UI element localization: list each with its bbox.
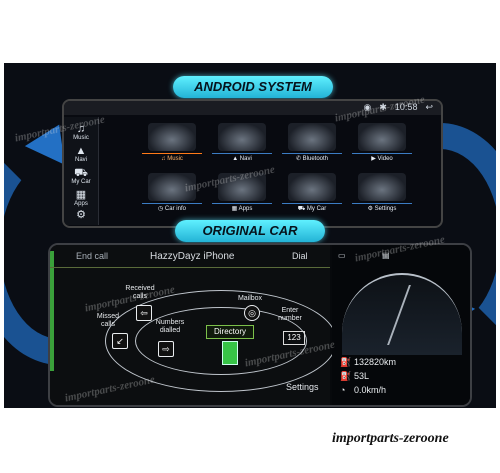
- screen-icon[interactable]: ▭: [338, 251, 346, 260]
- phone-header: End call HazzyDayz iPhone Dial: [50, 251, 330, 268]
- received-calls-label: Received calls: [125, 285, 155, 300]
- bluetooth-art: [288, 123, 336, 151]
- app-tile-car-info[interactable]: ◷ Car info: [142, 173, 202, 215]
- received-calls-icon[interactable]: ⇦: [136, 305, 152, 321]
- android-screen: ◉ ✱ 10:58 ↩ ♫ Music ▲ Navi ⛟ My Car ▦ Ap…: [62, 99, 443, 228]
- app-tile-video[interactable]: ▶ Video: [352, 123, 412, 165]
- cube-art: [218, 173, 266, 201]
- odometer: ⛽132820km: [340, 357, 397, 367]
- original-car-system-banner: ORIGINAL CAR SYSTEM: [175, 220, 325, 260]
- gear-art: [358, 173, 406, 201]
- app-tile-navi[interactable]: ▲ Navi: [212, 123, 272, 165]
- info-icon[interactable]: ▤: [382, 251, 390, 260]
- fuel-level: ⛽53L: [340, 371, 370, 381]
- missed-calls-label: Missed calls: [96, 313, 120, 328]
- app-tile-apps[interactable]: ▦ Apps: [212, 173, 272, 215]
- android-sidebar: ♫ Music ▲ Navi ⛟ My Car ▦ Apps ⚙: [64, 117, 99, 225]
- music-art: [148, 123, 196, 151]
- numbers-dialled-label: Numbers dialled: [155, 319, 185, 334]
- dial-button[interactable]: Dial: [292, 251, 308, 261]
- settings-button[interactable]: Settings: [286, 382, 319, 392]
- voicemail-icon[interactable]: ◎: [244, 305, 260, 321]
- gear-icon: ⚙: [76, 209, 86, 221]
- status-bar: ◉ ✱ 10:58 ↩: [64, 101, 441, 115]
- sidebar-item-navi[interactable]: ▲ Navi: [64, 145, 98, 163]
- sidebar-item-my-car[interactable]: ⛟ My Car: [64, 167, 98, 185]
- app-tile-my-car[interactable]: ⛟ My Car: [282, 173, 342, 215]
- fuel-icon: ⛽: [340, 371, 352, 381]
- phone-panel: End call HazzyDayz iPhone Dial Received …: [50, 245, 337, 405]
- android-system-banner: ANDROID SYSTEM: [173, 76, 333, 98]
- numbers-dialled-icon[interactable]: ⇨: [158, 341, 174, 357]
- enter-number-button[interactable]: 123: [283, 331, 305, 345]
- status-time: 10:58: [394, 102, 418, 112]
- navigation-art: [218, 123, 266, 151]
- car-status-panel: ▭ ▤ ⛽132820km ⛽53L ◔0.0km/h: [332, 245, 470, 405]
- directory-button[interactable]: Directory: [206, 325, 254, 339]
- video-art: [358, 123, 406, 151]
- road-view: [342, 273, 462, 355]
- end-call-button[interactable]: End call: [76, 251, 109, 261]
- gauge-art: [148, 173, 196, 201]
- menu-ring-inner: [135, 307, 307, 375]
- music-icon: ♫: [76, 123, 86, 135]
- app-tile-settings[interactable]: ⚙ Settings: [352, 173, 412, 215]
- bluetooth-icon: ✱: [379, 102, 387, 112]
- mailbox-label: Mailbox: [237, 295, 263, 302]
- app-tile-music[interactable]: ♫ Music: [142, 123, 202, 165]
- original-car-screen: End call HazzyDayz iPhone Dial Received …: [48, 243, 472, 407]
- car-art: [288, 173, 336, 201]
- fuel-pump-icon: ⛽: [340, 357, 352, 367]
- speed: ◔0.0km/h: [340, 385, 387, 395]
- navigation-icon: ▲: [75, 145, 87, 157]
- device-name: HazzyDayz iPhone: [150, 251, 235, 262]
- enter-number-label: Enter number: [278, 307, 302, 322]
- sidebar-item-music[interactable]: ♫ Music: [64, 123, 98, 141]
- back-icon[interactable]: ↩: [425, 102, 433, 112]
- wifi-icon: ◉: [363, 102, 372, 112]
- product-scene: ANDROID SYSTEM ◉ ✱ 10:58 ↩ ♫ Music ▲ Nav…: [4, 63, 496, 408]
- speed-icon: ◔: [340, 385, 346, 395]
- battery-icon: [222, 341, 238, 365]
- sidebar-item-settings[interactable]: ⚙: [64, 209, 98, 221]
- brand-caption: importparts-zeroone: [332, 431, 449, 446]
- green-edge: [50, 251, 54, 371]
- sidebar-item-apps[interactable]: ▦ Apps: [64, 189, 98, 207]
- car-icon: ⛟: [74, 167, 88, 179]
- apps-icon: ▦: [75, 189, 87, 201]
- app-tile-bluetooth[interactable]: ✆ Bluetooth: [282, 123, 342, 165]
- missed-calls-icon[interactable]: ↙: [112, 333, 128, 349]
